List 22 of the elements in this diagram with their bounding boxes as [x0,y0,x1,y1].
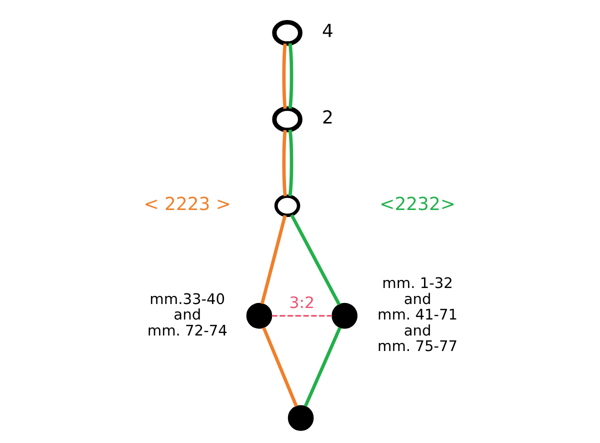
connector [262,326,298,407]
label: mm. 1-32 and mm. 41-71 and mm. 75-77 [377,275,458,356]
label: mm.33-40 and mm. 72-74 [146,290,227,340]
connector [288,130,293,196]
node-circle [287,405,314,431]
edge-label: 3:2 [288,293,314,312]
legend-label: <2232> [379,194,455,216]
node-circle [246,302,272,329]
connector [260,214,286,304]
legend-label: < 2223 > [143,194,230,216]
node-circle [272,106,302,132]
node-circle [274,194,300,217]
node-circle [272,20,302,46]
connector [282,130,286,196]
connector [303,326,341,407]
node-label: 2 [322,108,333,129]
connector [290,214,340,306]
node-circle [331,302,357,329]
connector [282,44,286,109]
node-label: 4 [322,21,333,42]
connector [271,314,332,317]
connector [288,43,293,109]
